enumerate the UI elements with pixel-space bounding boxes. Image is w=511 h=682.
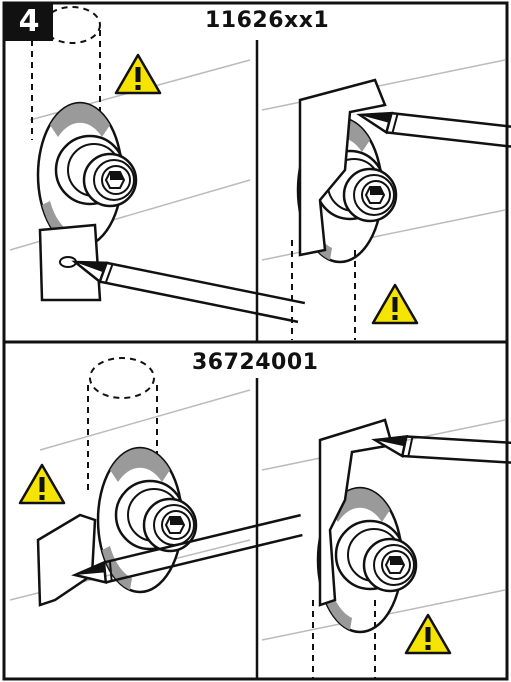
mounting-bracket — [36, 513, 97, 607]
screwdriver-icon — [70, 223, 307, 352]
hidden-pipe-outline — [312, 600, 376, 678]
warning-triangle-icon — [18, 463, 66, 505]
mounting-bracket — [298, 78, 387, 257]
screwdriver-icon — [371, 399, 511, 499]
model-label-top: 11626xx1 — [205, 8, 330, 33]
wall-fitting — [96, 446, 198, 594]
mounting-bracket — [318, 418, 394, 607]
warning-triangle-icon — [114, 53, 162, 95]
hidden-pipe-outline — [87, 357, 158, 490]
warning-triangle-icon — [371, 283, 419, 325]
warning-triangle-icon — [404, 613, 452, 655]
hidden-pipe-outline — [291, 240, 356, 340]
model-label-bottom: 36724001 — [192, 350, 319, 375]
step-number-badge: 4 — [5, 3, 53, 41]
hidden-pipe-outline — [31, 6, 101, 140]
